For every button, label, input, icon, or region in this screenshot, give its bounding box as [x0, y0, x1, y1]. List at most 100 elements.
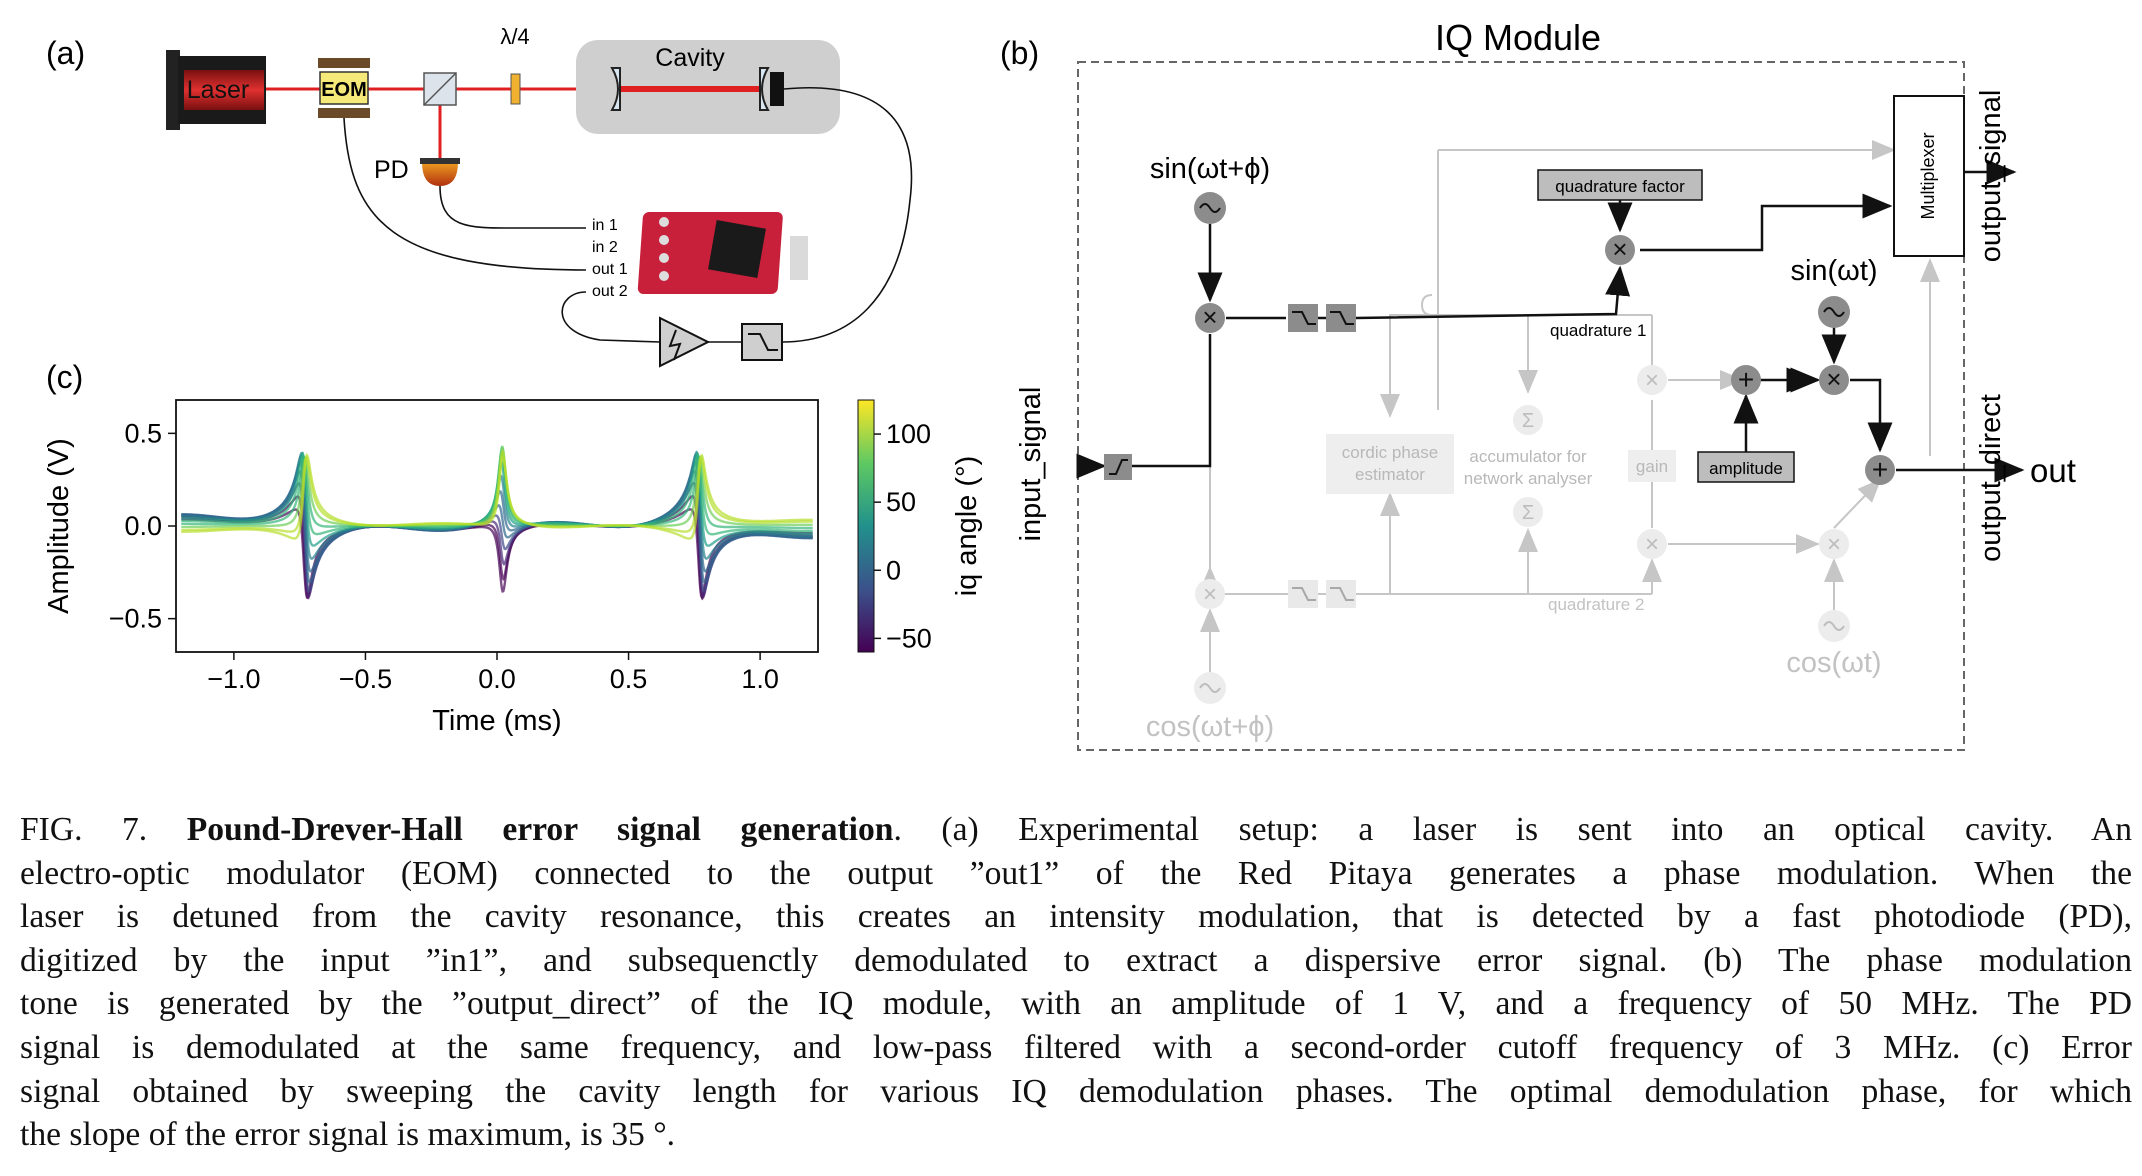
iq-module-frame [1077, 61, 1965, 751]
sin-label: sin(ωt) [1790, 255, 1877, 287]
svg-text:+: + [1872, 454, 1888, 485]
caption-line-4: tone is generated by the ”output_direct”… [20, 985, 2132, 1023]
y-tick-label-0: 0.5 [124, 418, 162, 448]
x-axis-label: Time (ms) [432, 705, 561, 737]
cos-label: cos(ωt) [1786, 647, 1881, 679]
x-tick-label-4: 1.0 [741, 664, 779, 694]
sum-node-output: + [1865, 454, 1895, 485]
svg-text:Σ: Σ [1522, 410, 1534, 432]
laser: Laser [166, 50, 266, 130]
mult-node-cos: × [1195, 579, 1225, 609]
multiplexer-box [1893, 95, 1965, 257]
caption-line-0: FIG. 7. Pound-Drever-Hall error signal g… [20, 808, 2132, 852]
figure: (a) Laser EOM λ/4 [43, 17, 2076, 751]
amplifier [659, 316, 742, 368]
y-tick-label-1: 0.0 [124, 511, 162, 541]
caption-line-1: electro-optic modulator (EOM) connected … [20, 854, 2132, 892]
oscillator-cos [1818, 610, 1850, 642]
x-tick-label-3: 0.5 [610, 664, 648, 694]
multiplexer-label: Multiplexer [1918, 132, 1938, 219]
quadrature-factor-label: quadrature factor [1555, 177, 1685, 196]
caption-bold-title: Pound-Drever-Hall error signal generatio… [186, 811, 894, 848]
x-tick-label-1: −0.5 [339, 664, 392, 694]
port-out1: out 1 [592, 261, 628, 278]
caption-line-2: laser is detuned from the cavity resonan… [20, 898, 2132, 936]
caption-line-6: signal obtained by sweeping the cavity l… [20, 1072, 2132, 1110]
colorbar [857, 399, 875, 653]
figure-caption: FIG. 7. Pound-Drever-Hall error signal g… [20, 808, 2132, 1157]
quadrature-factor-box [1537, 169, 1703, 201]
svg-text:+: + [1738, 364, 1754, 395]
panel-a: (a) Laser EOM λ/4 [46, 24, 913, 368]
quadrature2-label: quadrature 2 [1548, 595, 1644, 614]
colorbar-tick-label-3: −50 [886, 623, 932, 653]
gain-box [1628, 450, 1676, 482]
mult-node-q2-gain: × [1637, 529, 1667, 559]
colorbar-tick-label-0: 100 [886, 419, 931, 449]
quadrature1-label: quadrature 1 [1550, 321, 1646, 340]
svg-text:×: × [1827, 531, 1841, 558]
mult-node-sin-out: × [1819, 364, 1849, 395]
x-tick-label-2: 0.0 [478, 664, 516, 694]
cavity-label: Cavity [655, 44, 725, 72]
eom: EOM [318, 58, 370, 118]
cos-phi-label: cos(ωt+ϕ) [1146, 711, 1274, 743]
cable-pd-in1 [439, 185, 586, 229]
svg-text:×: × [1203, 581, 1217, 608]
cordic-box [1326, 434, 1454, 494]
caption-line-7: the slope of the error signal is maximum… [20, 1116, 676, 1154]
svg-text:Σ: Σ [1522, 502, 1534, 524]
eom-label: EOM [321, 79, 367, 101]
iq-title: IQ Module [1435, 17, 1601, 58]
colorbar-label: iq angle (°) [951, 456, 983, 597]
out-label: out [2030, 452, 2076, 489]
cable-filter-cavity [781, 87, 913, 343]
laser-label: Laser [187, 76, 250, 104]
caption-line-3: digitized by the input ”in1”, and subseq… [20, 941, 2132, 979]
y-axis-label: Amplitude (V) [43, 438, 75, 614]
caption-line-0-rest: . (a) Experimental setup: a laser is sen… [893, 811, 2133, 848]
waveplate-label: λ/4 [500, 24, 529, 49]
red-pitaya-board [637, 212, 808, 294]
cordic-line1: cordic phase [1342, 443, 1438, 462]
svg-text:×: × [1645, 531, 1659, 558]
port-in2: in 2 [592, 239, 618, 256]
lowpass-q1 [1288, 304, 1356, 332]
cavity: Cavity [576, 40, 840, 134]
output-direct-label: output_direct [1975, 394, 2007, 562]
panel-c-label: (c) [46, 359, 83, 395]
caption-fig-number: FIG. 7. [20, 811, 148, 848]
mult-node-quadrature: × [1605, 234, 1635, 265]
amplitude-box [1697, 451, 1795, 483]
sum-node-amplitude: + [1731, 364, 1761, 395]
amplitude-label: amplitude [1709, 459, 1783, 478]
svg-text:×: × [1612, 234, 1627, 264]
panel-b: (b) IQ Module [1000, 17, 2076, 751]
mult-node-cos-out: × [1819, 529, 1849, 559]
acc-line1: accumulator for [1469, 447, 1586, 466]
caption-line-5: signal is demodulated at the same freque… [20, 1028, 2132, 1066]
cordic-line2: estimator [1355, 465, 1425, 484]
sum-node-acc2: Σ [1513, 497, 1543, 527]
oscillator-sin-phi [1194, 192, 1226, 224]
lowpass-filter [741, 323, 783, 361]
cable-eom-out1 [343, 117, 587, 271]
svg-text:×: × [1202, 302, 1217, 332]
mult-node-q1-gain: × [1637, 365, 1667, 395]
panel-a-label: (a) [46, 35, 85, 71]
photodiode: PD [374, 156, 460, 186]
sum-node-acc1: Σ [1513, 405, 1543, 435]
gain-label: gain [1636, 457, 1668, 476]
oscillator-cos-phi [1194, 672, 1226, 704]
mult-node-sin: × [1195, 302, 1225, 333]
output-signal-label: output_signal [1975, 90, 2007, 263]
series-line-12 [181, 452, 813, 540]
input-signal-label: input_signal [1015, 387, 1047, 542]
panel-b-label: (b) [1000, 35, 1039, 71]
colorbar-tick-label-2: 0 [886, 555, 901, 585]
beam-splitter [423, 72, 457, 106]
colorbar-tick-label-1: 50 [886, 487, 916, 517]
port-out2: out 2 [592, 283, 628, 300]
